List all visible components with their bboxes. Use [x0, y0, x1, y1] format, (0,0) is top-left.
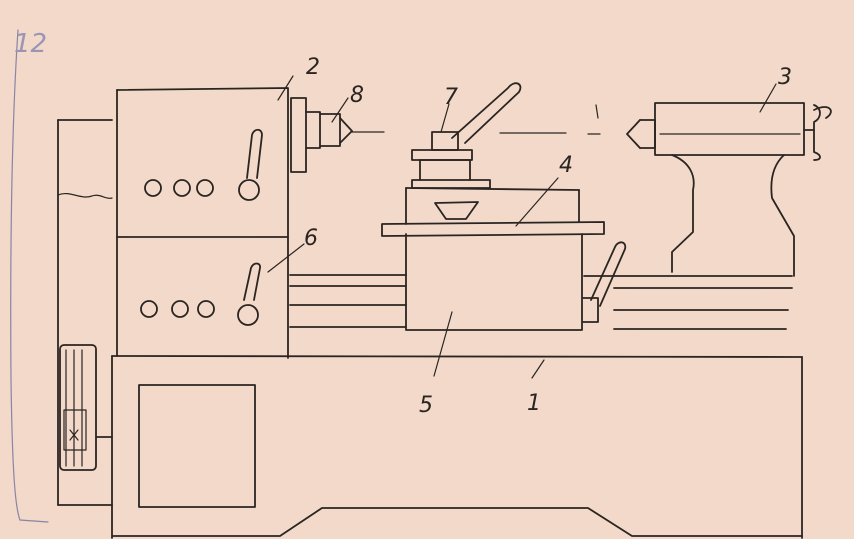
- callout-5: 5: [419, 393, 433, 418]
- machine-bed: [111, 355, 803, 539]
- spindle-chuck: [290, 97, 385, 173]
- callout-3: 3: [778, 65, 792, 90]
- tailstock: [626, 102, 832, 277]
- callout-1: 1: [527, 391, 541, 416]
- guideways: [289, 274, 793, 330]
- tool-post: [411, 82, 522, 189]
- apron: [405, 233, 627, 331]
- callout-8: 8: [350, 83, 364, 108]
- callout-2: 2: [306, 55, 320, 80]
- drive-pulley: [57, 119, 113, 506]
- callout-6: 6: [304, 226, 318, 251]
- headstock: [116, 87, 289, 359]
- cross-slide: [381, 187, 605, 237]
- page-number: 12: [14, 29, 47, 59]
- callout-4: 4: [559, 153, 573, 178]
- margin-bracket: [10, 29, 49, 523]
- callout-leaders: [267, 75, 777, 379]
- callout-7: 7: [444, 85, 458, 110]
- center-axis-line: [499, 104, 601, 135]
